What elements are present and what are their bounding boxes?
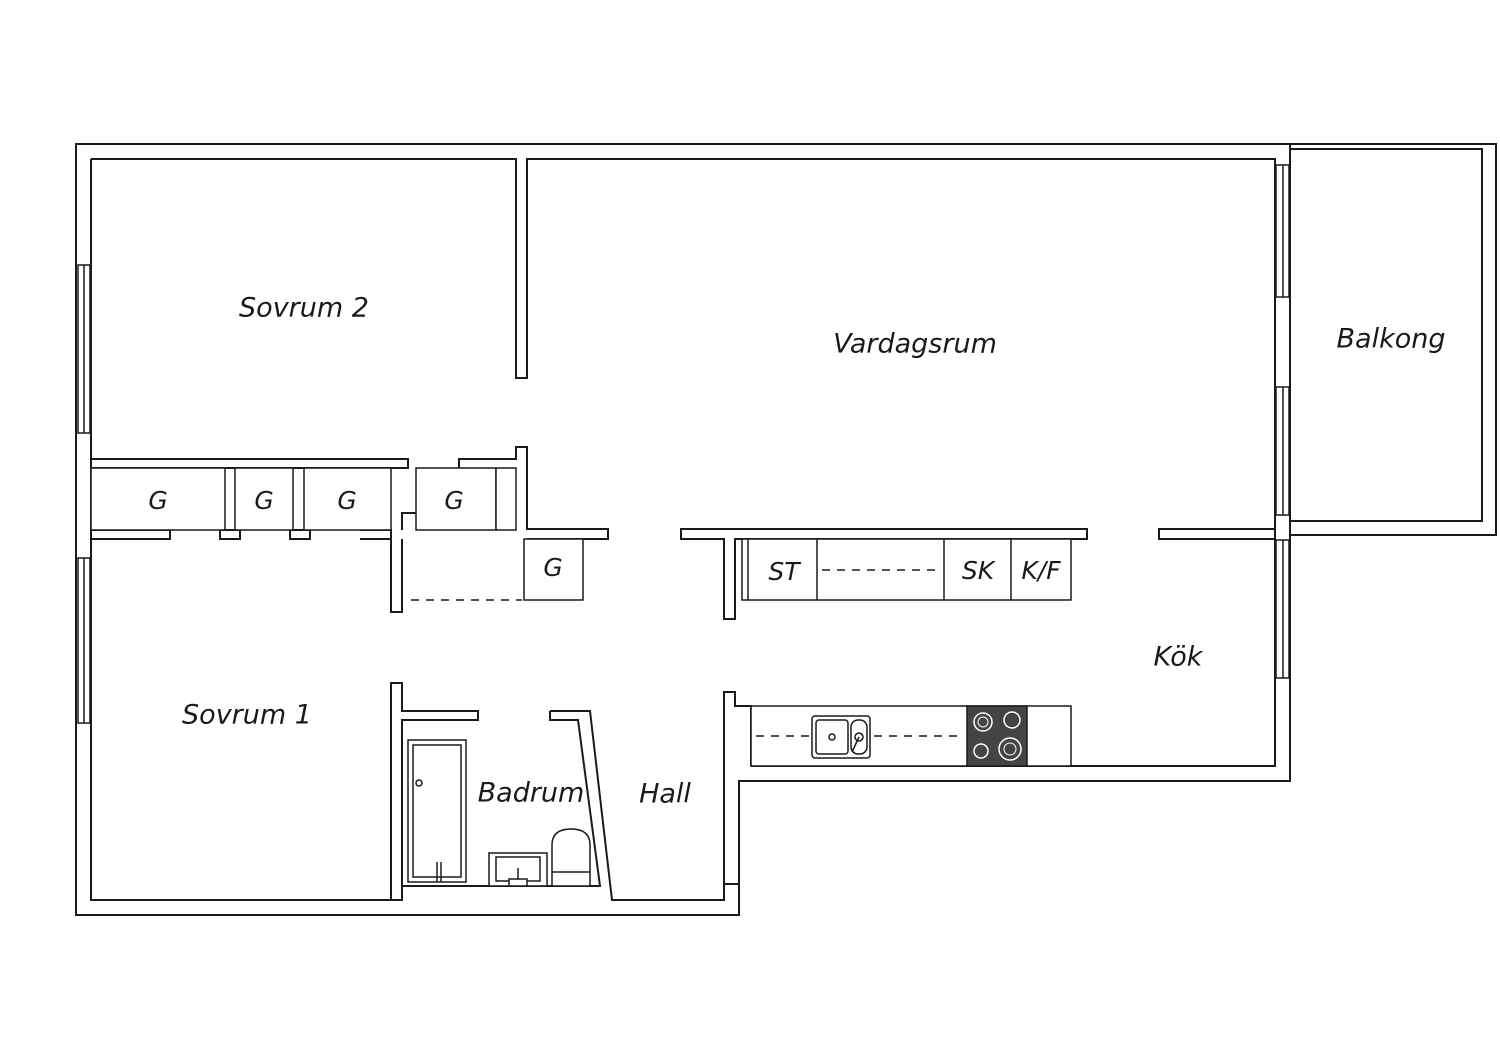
room-label-vardagsrum: Vardagsrum: [833, 329, 997, 360]
wardrobe-1: [90, 467, 226, 531]
wardrobe-label: G: [254, 486, 273, 515]
wardrobe-label: G: [337, 486, 356, 515]
room-label-balkong: Balkong: [1337, 324, 1446, 355]
wardrobe-label: G: [148, 486, 167, 515]
wardrobe-label: G: [444, 486, 463, 515]
kitchen-unit-kf-label: K/F: [1021, 556, 1061, 585]
room-label-sovrum-1: Sovrum 1: [182, 700, 312, 731]
wardrobes: [90, 467, 584, 601]
kitchen-unit-st-label: ST: [768, 557, 801, 586]
bathtub: [407, 739, 467, 883]
windows: [77, 164, 1290, 724]
room-labels: Sovrum 2 Vardagsrum Balkong Sovrum 1 Kök…: [148, 293, 1445, 810]
toilet: [551, 828, 591, 887]
wardrobe-2: [234, 467, 294, 531]
room-label-kok: Kök: [1154, 642, 1204, 673]
wardrobe-3: [303, 467, 392, 531]
room-label-sovrum-2: Sovrum 2: [239, 293, 369, 324]
stove: [966, 705, 1028, 767]
kitchen-unit-sk-label: SK: [962, 556, 997, 585]
room-label-hall: Hall: [639, 779, 691, 810]
bathroom-fixtures: [407, 739, 591, 887]
wardrobe-5: [523, 538, 584, 601]
wardrobe-label: G: [543, 553, 562, 582]
balcony: [1290, 143, 1497, 536]
room-label-badrum: Badrum: [478, 778, 585, 809]
washbasin: [488, 852, 548, 887]
kitchen-sink: [811, 715, 871, 759]
wardrobe-4: [415, 467, 497, 531]
kitchen-top-row: [741, 538, 1072, 601]
kitchen-counter: [750, 705, 1072, 767]
